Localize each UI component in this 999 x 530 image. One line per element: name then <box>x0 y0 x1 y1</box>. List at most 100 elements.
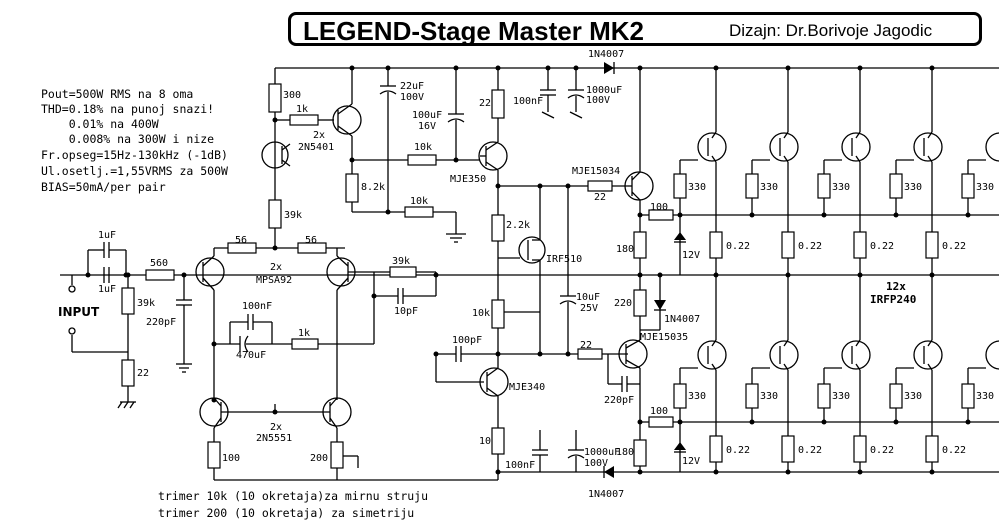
label-r22-drv: 22 <box>594 192 606 203</box>
current-source-2n5401 <box>261 65 480 243</box>
input-label: INPUT <box>58 305 100 319</box>
label-c100p: 100pF <box>452 335 482 346</box>
output-stage <box>673 65 999 475</box>
label-c220p: 220pF <box>146 317 176 328</box>
label-c100u16: 100uF <box>412 110 442 121</box>
label-2n5551-count: 2x <box>270 422 282 433</box>
label-r560: 560 <box>150 258 168 269</box>
label-r330-6: 330 <box>688 391 706 402</box>
label-2n5401-count: 2x <box>313 130 325 141</box>
label-r10k-b: 10k <box>410 196 428 207</box>
label-r330-9: 330 <box>904 391 922 402</box>
label-c1u-b: 1uF <box>98 284 116 295</box>
label-r10-low: 10 <box>479 436 491 447</box>
spec-thd: THD=0.18% na punoj snazi! <box>41 102 215 116</box>
label-r330-3: 330 <box>832 182 850 193</box>
label-r330-4: 330 <box>904 182 922 193</box>
label-r022-7: 0.22 <box>870 445 894 456</box>
label-r39k-in: 39k <box>137 298 155 309</box>
label-2n5401: 2N5401 <box>298 142 334 153</box>
spec-sensitivity: Ul.osetlj.=1,55VRMS za 500W <box>41 164 228 178</box>
label-r1k-top: 1k <box>296 104 308 115</box>
schematic-title: LEGEND-Stage Master MK2 <box>303 16 644 46</box>
label-r56a: 56 <box>235 235 247 246</box>
label-r10k-a: 10k <box>414 142 432 153</box>
label-r100b: 100 <box>650 406 668 417</box>
title-box: LEGEND-Stage Master MK2 Dizajn: Dr.Boriv… <box>288 12 982 46</box>
label-z12b: 12V <box>682 456 700 467</box>
label-r022-5: 0.22 <box>726 445 750 456</box>
label-c1000u-low-v: 100V <box>584 458 608 469</box>
current-mirror-2n5551 <box>199 397 498 481</box>
label-c22u-v: 100V <box>400 92 424 103</box>
label-r220: 220 <box>614 298 632 309</box>
label-r2k2: 2.2k <box>506 220 530 231</box>
label-r100a: 100 <box>650 202 668 213</box>
label-c1000u-top: 1000uF <box>586 85 622 96</box>
label-r22-low: 22 <box>580 340 592 351</box>
label-2n5551: 2N5551 <box>256 433 292 444</box>
label-r330-5: 330 <box>976 182 994 193</box>
label-c1000u-top-v: 100V <box>586 95 610 106</box>
label-out-type: IRFP240 <box>870 293 916 306</box>
label-c220p-b: 220pF <box>604 395 634 406</box>
label-mpsa92-count: 2x <box>270 262 282 273</box>
spec-frequency: Fr.opseg=15Hz-130kHz (-1dB) <box>41 148 228 162</box>
label-r10k-trim: 10k <box>472 308 490 319</box>
label-r330-10: 330 <box>976 391 994 402</box>
label-c470u: 470uF <box>236 350 266 361</box>
label-r22-gnd: 22 <box>137 368 149 379</box>
label-c10u-v: 25V <box>580 303 598 314</box>
label-irf510: IRF510 <box>546 254 582 265</box>
label-d-low: 1N4007 <box>588 489 624 500</box>
label-r022-1: 0.22 <box>726 241 750 252</box>
label-c100n-low: 100nF <box>505 460 535 471</box>
label-mje340: MJE340 <box>509 382 545 393</box>
label-r330-8: 330 <box>832 391 850 402</box>
label-r330-2: 330 <box>760 182 778 193</box>
label-mje15035: MJE15035 <box>640 332 688 343</box>
label-r180b: 180 <box>616 447 634 458</box>
input-stage <box>68 242 192 409</box>
output-values: 330 330 330 330 330 0.22 0.22 0.22 0.22 … <box>688 182 994 456</box>
label-c22u: 22uF <box>400 81 424 92</box>
label-mpsa92: MPSA92 <box>256 275 292 286</box>
label-out-count: 12x <box>886 280 906 293</box>
label-c100n-mid: 100nF <box>242 301 272 312</box>
label-r100: 100 <box>222 453 240 464</box>
spec-thd-300w: 0.008% na 300W i nize <box>41 132 215 146</box>
spec-thd-400w: 0.01% na 400W <box>41 117 159 131</box>
label-d-top: 1N4007 <box>588 49 624 60</box>
label-r56b: 56 <box>305 235 317 246</box>
driver-stage <box>607 65 686 475</box>
label-c10p: 10pF <box>394 306 418 317</box>
label-c1000u-low: 1000uF <box>584 447 620 458</box>
label-c10u: 10uF <box>576 292 600 303</box>
vas-mje340 <box>433 346 614 480</box>
label-z12a: 12V <box>682 250 700 261</box>
diff-pair-mpsa92 <box>195 230 439 400</box>
label-r180a: 180 <box>616 244 634 255</box>
label-r022-8: 0.22 <box>942 445 966 456</box>
label-r1k-mid: 1k <box>298 328 310 339</box>
label-r300: 300 <box>283 90 301 101</box>
label-r022-3: 0.22 <box>870 241 894 252</box>
spec-bias: BIAS=50mA/per pair <box>41 180 166 194</box>
vas-mje350 <box>478 62 628 215</box>
label-r200: 200 <box>310 453 328 464</box>
label-c100n-top: 100nF <box>513 96 543 107</box>
label-r022-2: 0.22 <box>798 241 822 252</box>
label-r8k2: 8.2k <box>361 182 385 193</box>
label-r330-1: 330 <box>688 182 706 193</box>
label-r22-top: 22 <box>479 98 491 109</box>
author-credit: Dizajn: Dr.Borivoje Jagodic <box>729 21 933 40</box>
label-r39k-left: 39k <box>284 210 302 221</box>
bias-irf510 <box>491 183 628 360</box>
label-r022-4: 0.22 <box>942 241 966 252</box>
label-d-mid: 1N4007 <box>664 314 700 325</box>
label-mje350: MJE350 <box>450 174 486 185</box>
spec-pout: Pout=500W RMS na 8 oma <box>41 87 194 101</box>
label-r39k-fb: 39k <box>392 256 410 267</box>
label-mje15034: MJE15034 <box>572 166 620 177</box>
